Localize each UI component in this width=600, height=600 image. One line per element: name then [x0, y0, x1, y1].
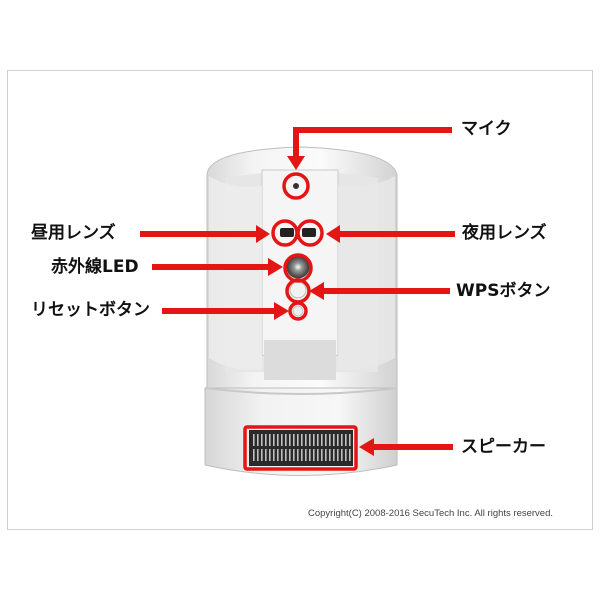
- grille-slot: [269, 449, 271, 461]
- grille-slot: [301, 434, 303, 446]
- grille-slot: [273, 449, 275, 461]
- grille-slot: [293, 449, 295, 461]
- wps-arrow-head: [309, 282, 324, 300]
- grille-slot: [281, 449, 283, 461]
- grille-slot: [341, 434, 343, 446]
- night-lens-label: 夜用レンズ: [462, 223, 547, 243]
- grille-slot: [337, 449, 339, 461]
- grille-slot: [309, 434, 311, 446]
- grille-slot: [321, 449, 323, 461]
- day-lens-label: 昼用レンズ: [31, 223, 116, 243]
- mic-hole: [293, 183, 299, 189]
- grille-slot: [309, 449, 311, 461]
- mic-arrow-line: [293, 127, 452, 158]
- grille-slot: [337, 434, 339, 446]
- grille-slot: [317, 449, 319, 461]
- speaker-arrow-head: [359, 438, 374, 456]
- grille-slot: [345, 449, 347, 461]
- grille-slot: [349, 449, 351, 461]
- grille-slot: [329, 449, 331, 461]
- grille-slot: [341, 449, 343, 461]
- grille-slot: [313, 434, 315, 446]
- speaker-label: スピーカー: [461, 437, 546, 457]
- grille-slot: [305, 449, 307, 461]
- grille-slot: [345, 434, 347, 446]
- night-lens: [302, 228, 316, 237]
- mic-callout-circle: [282, 172, 310, 200]
- grille-slot: [317, 434, 319, 446]
- wps-button-label: WPSボタン: [456, 281, 551, 301]
- grille-slot: [333, 434, 335, 446]
- grille-slot: [301, 449, 303, 461]
- callout-arrows: [140, 127, 455, 456]
- grille-slot: [253, 449, 255, 461]
- grille-slot: [333, 449, 335, 461]
- day-lens-arrow-head: [256, 225, 270, 243]
- grille-slot: [305, 434, 307, 446]
- copyright-notice: Copyright(C) 2008-2016 SecuTech Inc. All…: [308, 508, 554, 519]
- speaker-grille: [249, 430, 353, 466]
- night-lens-arrow-head: [326, 225, 340, 243]
- ir-led-arrow-head: [268, 258, 283, 276]
- grille-slot: [277, 449, 279, 461]
- grille-slot: [329, 434, 331, 446]
- grille-slot: [257, 449, 259, 461]
- grille-slot: [273, 434, 275, 446]
- speaker-callout-rect: [243, 425, 358, 471]
- mic-arrow-head: [287, 156, 305, 170]
- grille-slot: [325, 449, 327, 461]
- grille-slot: [261, 449, 263, 461]
- grille-slot: [265, 434, 267, 446]
- night-lens-callout-circle: [296, 219, 324, 247]
- grille-slot: [265, 449, 267, 461]
- grille-slot: [285, 434, 287, 446]
- grille-slot: [281, 434, 283, 446]
- reset-callout-circle: [288, 301, 308, 321]
- grille-slot: [349, 434, 351, 446]
- reset-arrow-head: [274, 302, 289, 320]
- mic-label: マイク: [461, 119, 512, 139]
- callout-markers: [243, 172, 358, 471]
- grille-slot: [261, 434, 263, 446]
- grille-slot: [297, 434, 299, 446]
- grille-slot: [293, 434, 295, 446]
- reset-button-graphic: [292, 305, 304, 317]
- grille-slot: [313, 449, 315, 461]
- grille-slot: [289, 449, 291, 461]
- grille-slot: [289, 434, 291, 446]
- grille-slot: [253, 434, 255, 446]
- grille-slot: [269, 434, 271, 446]
- wps-button-graphic: [289, 281, 307, 299]
- reset-button-label: リセットボタン: [31, 300, 150, 320]
- grille-slot: [277, 434, 279, 446]
- grille-slot: [321, 434, 323, 446]
- grille-slot: [257, 434, 259, 446]
- grille-slot: [297, 449, 299, 461]
- grille-slot: [325, 434, 327, 446]
- day-lens: [280, 228, 294, 237]
- grille-slot: [285, 449, 287, 461]
- ir-led-label: 赤外線LED: [51, 257, 139, 277]
